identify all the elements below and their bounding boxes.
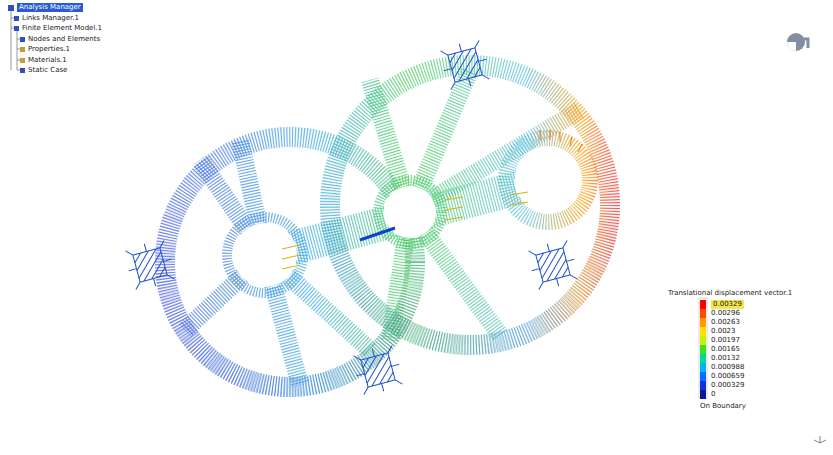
tree-item: Links Manager.1 [22,14,79,23]
legend-swatch [700,345,706,354]
legend-swatch [700,354,706,363]
legend-swatch [700,336,706,345]
tree-item: Properties.1 [28,45,70,54]
legend-value: 0.000988 [711,363,744,372]
legend-value: 0.00165 [711,345,740,354]
legend-value: 0.0023 [711,327,736,336]
legend-swatch [700,390,706,399]
tree-item: Finite Element Model.1 [22,24,102,33]
legend-swatch [700,363,706,372]
legend-value: 0.00263 [711,318,740,327]
tree-item: Materials.1 [28,56,67,65]
legend-value: 0.00296 [711,309,740,318]
legend-value: 0.00132 [711,354,740,363]
tree-item: Static Case [28,66,67,75]
tree-item: Nodes and Elements [28,35,100,44]
legend-swatch [700,309,706,318]
legend-value: 0.000329 [711,381,744,390]
legend-value: 0.00329 [711,300,744,309]
legend-value: 0.00197 [711,336,740,345]
legend-caption: Translational displacement vector.1 [668,289,792,298]
legend-value: 0.000659 [711,372,744,381]
legend-swatch [700,327,706,336]
tree-item: Analysis Manager [17,3,83,12]
legend-swatch [700,300,706,309]
legend-caption: On Boundary [700,402,746,411]
legend-swatch [700,372,706,381]
legend-value: 0 [711,390,715,399]
legend-swatch [700,381,706,390]
legend-swatch [700,318,706,327]
